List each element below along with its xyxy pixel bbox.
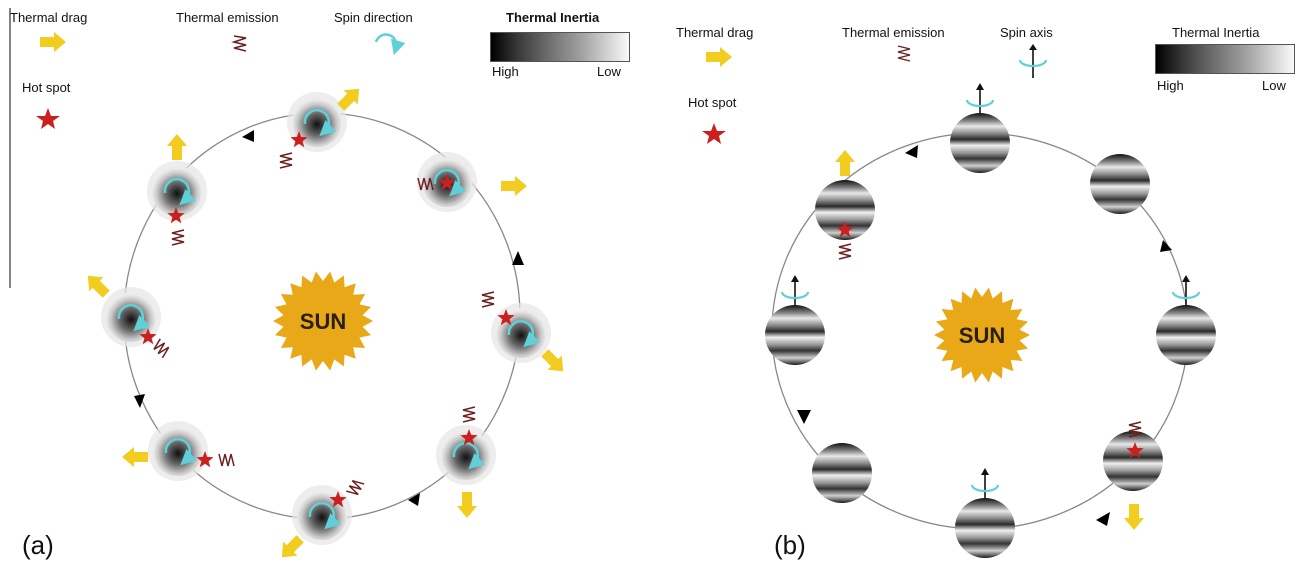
asteroid-body-b bbox=[955, 468, 1015, 558]
thermal-drag-arrow-icon bbox=[40, 32, 66, 52]
legend-hot-spot-label-b: Hot spot bbox=[688, 95, 737, 110]
orbit-direction-arrow bbox=[242, 130, 254, 142]
thermal-drag-arrow-icon bbox=[281, 535, 304, 558]
hot-spot-star-icon bbox=[36, 108, 60, 129]
asteroid-body-b bbox=[1090, 154, 1150, 214]
thermal-emission-icon bbox=[231, 35, 247, 52]
spin-axis-icon bbox=[780, 275, 810, 305]
asteroid-body-a bbox=[481, 291, 564, 372]
thermal-drag-arrow-icon bbox=[501, 176, 527, 196]
sun-label-a: SUN bbox=[300, 309, 346, 334]
legend-low-label-a: Low bbox=[597, 64, 621, 79]
legend-high-label-b: High bbox=[1157, 78, 1184, 93]
hot-spot-star-icon bbox=[329, 491, 347, 508]
spin-direction-icon bbox=[433, 168, 467, 197]
hot-spot-star-icon bbox=[196, 451, 214, 468]
hot-spot-star-icon bbox=[460, 429, 478, 446]
thermal-emission-icon bbox=[417, 177, 434, 191]
spin-direction-icon bbox=[164, 437, 198, 466]
asteroid-body-b bbox=[950, 83, 1010, 173]
thermal-emission-icon bbox=[171, 229, 185, 246]
hot-spot-star-icon bbox=[167, 207, 185, 224]
orbit-direction-arrow bbox=[1096, 512, 1110, 526]
legend-thermal-inertia-label-a: Thermal Inertia bbox=[506, 10, 600, 25]
legend-thermal-emission-label-b: Thermal emission bbox=[842, 25, 945, 40]
thermal-emission-icon bbox=[1128, 421, 1142, 438]
spin-axis-icon bbox=[1018, 44, 1048, 78]
sun-a: SUN bbox=[273, 271, 373, 371]
thermal-inertia-gradient-b bbox=[1155, 44, 1295, 74]
thermal-emission-icon bbox=[838, 243, 852, 260]
asteroid-body-b bbox=[1156, 275, 1216, 365]
orbit-direction-arrow bbox=[408, 493, 420, 506]
thermal-emission-icon bbox=[481, 291, 495, 308]
orbit-direction-arrow bbox=[797, 410, 811, 424]
asteroid-body-b bbox=[815, 150, 875, 260]
asteroid-body-a bbox=[417, 152, 527, 212]
asteroid-body-a bbox=[281, 479, 365, 558]
legend-spin-direction-label-a: Spin direction bbox=[334, 10, 413, 25]
thermal-drag-arrow-icon bbox=[122, 447, 148, 467]
legend-thermal-drag-label-a: Thermal drag bbox=[10, 10, 88, 25]
spin-axis-icon bbox=[965, 83, 995, 113]
asteroid-body-a bbox=[436, 406, 496, 518]
asteroid-body-a bbox=[87, 275, 170, 359]
thermal-emission-icon bbox=[462, 406, 476, 423]
legend-low-label-b: Low bbox=[1262, 78, 1286, 93]
orbit-direction-arrow bbox=[1160, 240, 1172, 252]
hot-spot-star-icon bbox=[836, 221, 854, 238]
asteroid-body-b bbox=[1103, 421, 1163, 530]
legend-high-label-a: High bbox=[492, 64, 519, 79]
bodies-panel-a bbox=[87, 88, 564, 558]
thermal-drag-arrow-icon bbox=[1124, 504, 1144, 530]
legend-hot-spot-label-a: Hot spot bbox=[22, 80, 71, 95]
thermal-emission-icon bbox=[279, 152, 293, 169]
thermal-drag-arrow-icon bbox=[167, 134, 187, 160]
legend-thermal-emission-label-a: Thermal emission bbox=[176, 10, 279, 25]
thermal-emission-icon bbox=[218, 453, 235, 467]
bodies-panel-b bbox=[765, 83, 1216, 558]
asteroid-body-a bbox=[122, 421, 235, 481]
asteroid-body-a bbox=[147, 134, 207, 246]
thermal-emission-icon bbox=[153, 338, 170, 359]
thermal-drag-arrow-icon bbox=[337, 88, 360, 111]
thermal-drag-arrow-icon bbox=[87, 275, 110, 298]
spin-axis-icon bbox=[1171, 275, 1201, 305]
hot-spot-star-icon bbox=[1126, 442, 1144, 459]
hot-spot-star-icon bbox=[290, 131, 308, 148]
orbit-direction-arrow bbox=[905, 145, 918, 158]
spin-direction-icon bbox=[163, 177, 197, 206]
panel-b-letter: (b) bbox=[774, 530, 806, 560]
spin-axis-icon bbox=[970, 468, 1000, 498]
orbit-direction-arrow bbox=[512, 251, 524, 265]
spin-direction-icon bbox=[308, 501, 342, 530]
asteroid-body-a bbox=[279, 88, 360, 169]
sun-b: SUN bbox=[934, 287, 1030, 383]
asteroid-body-b bbox=[765, 275, 825, 365]
thermal-drag-arrow-icon bbox=[835, 150, 855, 176]
legend-thermal-inertia-label-b: Thermal Inertia bbox=[1172, 25, 1260, 40]
thermal-inertia-gradient-a bbox=[490, 32, 630, 62]
hot-spot-star-icon bbox=[497, 309, 515, 326]
legend-thermal-drag-label-b: Thermal drag bbox=[676, 25, 754, 40]
thermal-drag-arrow-icon bbox=[457, 492, 477, 518]
legend-spin-axis-label-b: Spin axis bbox=[1000, 25, 1053, 40]
spin-direction-icon bbox=[374, 33, 406, 56]
asteroid-body-b bbox=[812, 443, 872, 503]
thermal-emission-icon bbox=[346, 479, 365, 496]
orbit-direction-arrow bbox=[134, 394, 145, 408]
spin-direction-icon bbox=[303, 108, 337, 137]
spin-direction-icon bbox=[507, 319, 541, 348]
spin-direction-icon bbox=[452, 441, 486, 470]
sun-label-b: SUN bbox=[959, 323, 1005, 348]
thermal-drag-arrow-icon bbox=[706, 47, 732, 67]
panel-a-letter: (a) bbox=[22, 530, 54, 560]
hot-spot-star-icon bbox=[438, 174, 456, 191]
thermal-drag-arrow-icon bbox=[541, 349, 564, 372]
hot-spot-star-icon bbox=[702, 123, 726, 144]
spin-direction-icon bbox=[117, 303, 151, 332]
hot-spot-star-icon bbox=[139, 328, 157, 345]
thermal-emission-icon bbox=[897, 45, 911, 62]
